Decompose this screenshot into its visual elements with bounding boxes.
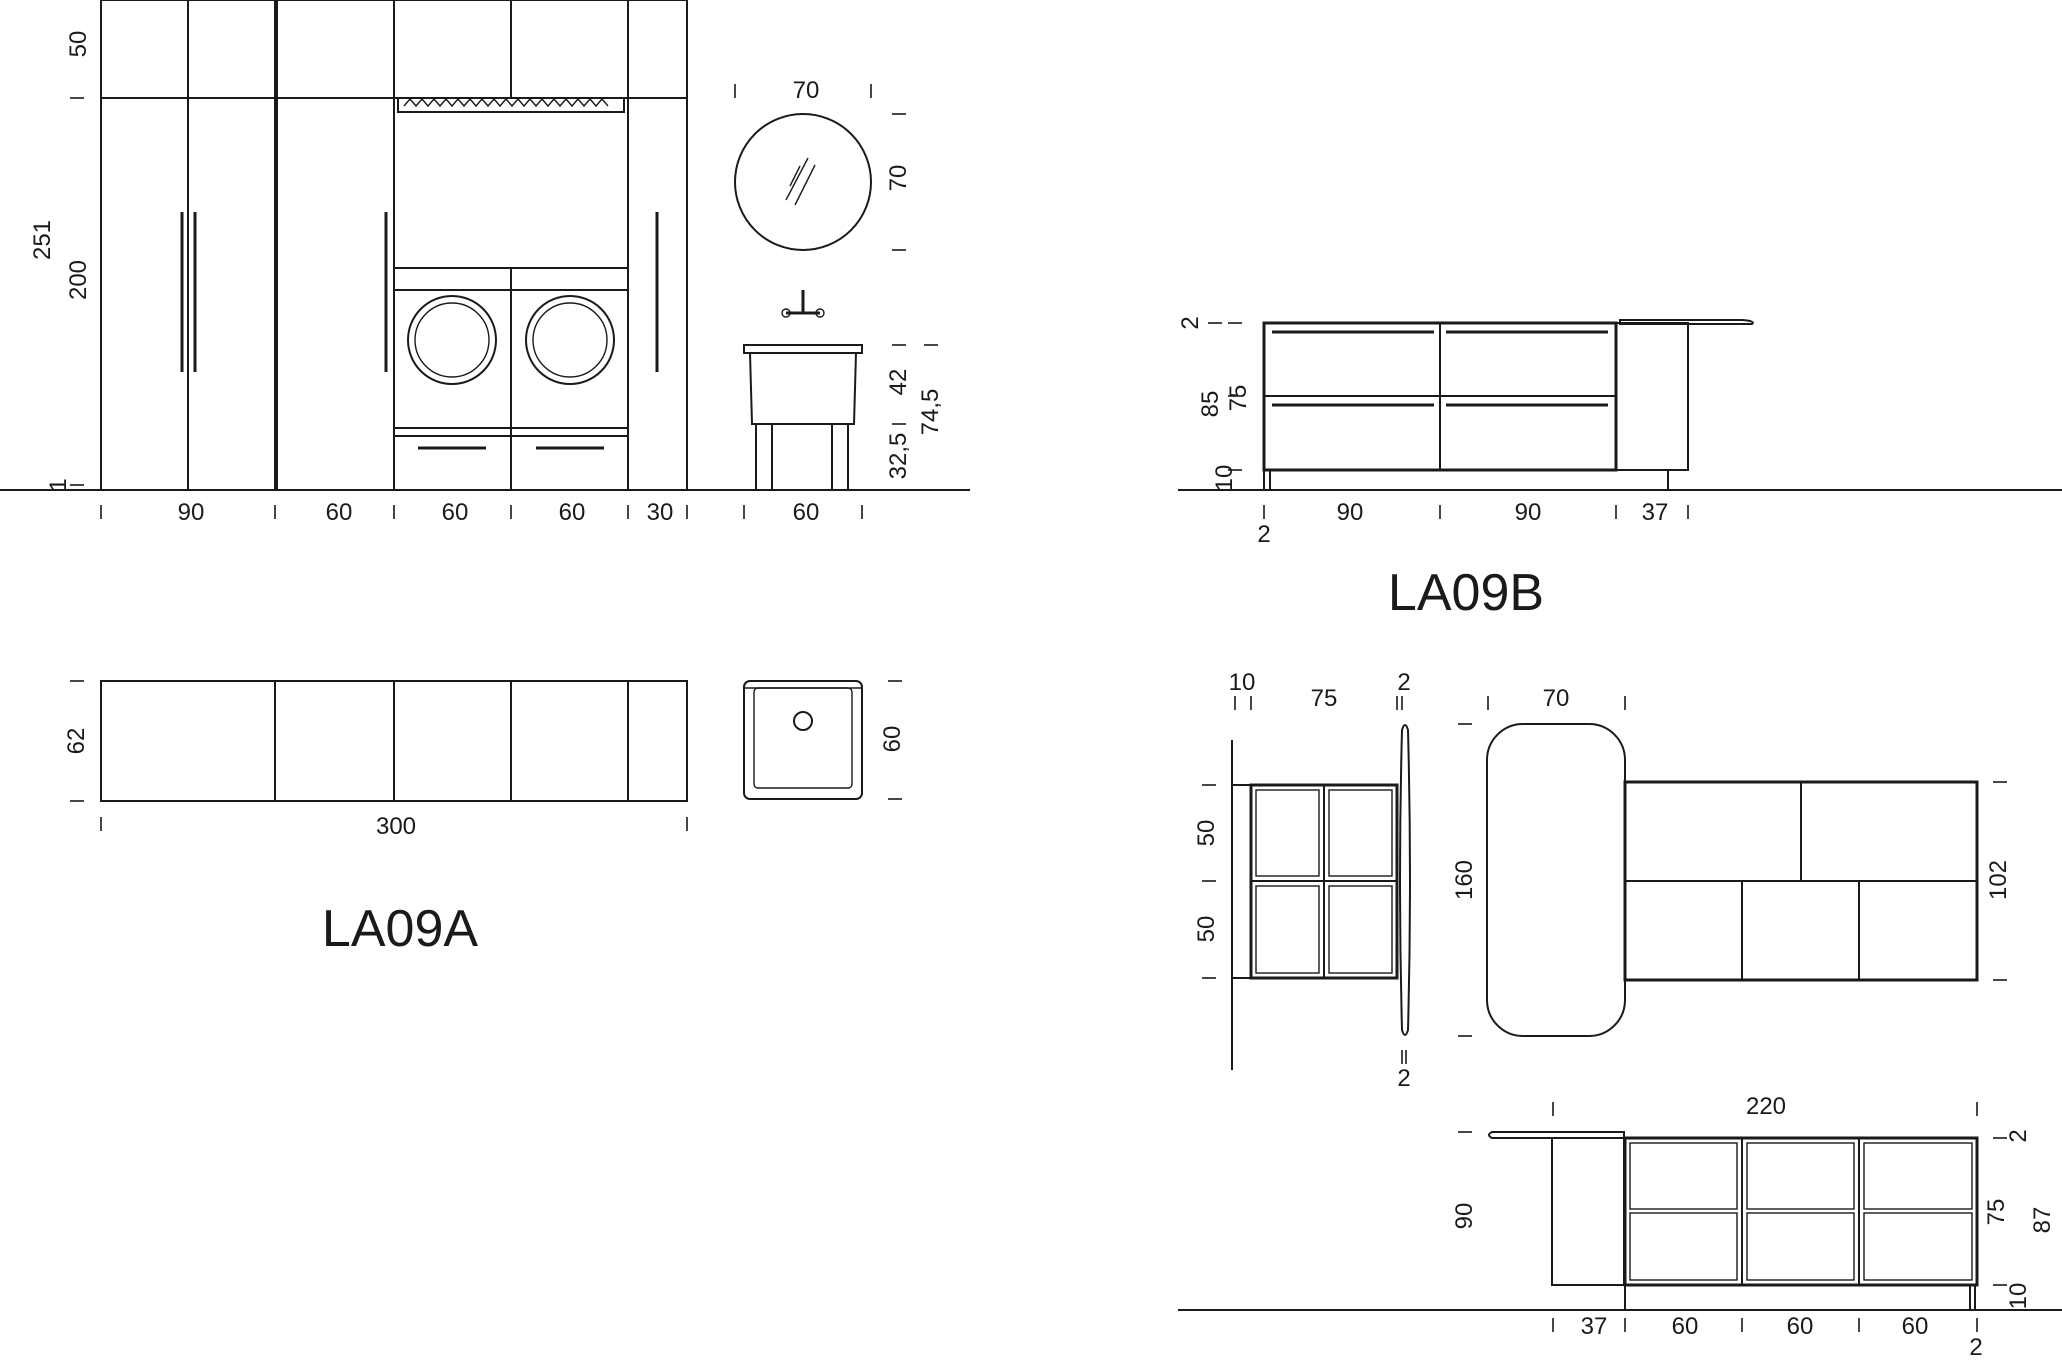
drawer-front: [1629, 1212, 1738, 1281]
la09b-back: 220 90 2 75 87 10 37 60 60 60 2: [1178, 1093, 2062, 1360]
hanger-hooks: [403, 97, 609, 108]
dim-label: 60: [559, 499, 586, 526]
dim-label: 60: [793, 499, 820, 526]
mirror-glint: [789, 165, 801, 187]
drawer-front: [1746, 1142, 1855, 1210]
dim-label: 60: [326, 499, 353, 526]
dim-label: 251: [29, 220, 56, 260]
side-panel: [1255, 789, 1320, 877]
dim-label: 2: [1177, 316, 1204, 329]
dim-label: 2: [1969, 1334, 1982, 1360]
side-panel: [1255, 885, 1320, 974]
faucet-knob: [781, 308, 791, 318]
drawer-front: [1746, 1212, 1855, 1281]
dim-label: 220: [1746, 1093, 1786, 1120]
side-unit: [1615, 322, 1689, 471]
dim-label: 75: [1225, 385, 1252, 412]
dim-label: 70: [1543, 685, 1570, 712]
dim-label: 300: [376, 813, 416, 840]
sink-bowl: [749, 352, 857, 425]
dim-label: 50: [65, 31, 92, 58]
drawer-front: [1863, 1142, 1973, 1210]
dim-label: 200: [65, 260, 92, 300]
washer-door-inner: [414, 302, 490, 378]
dim-label: 10: [1211, 465, 1238, 492]
dim-label: 60: [879, 726, 906, 753]
dryer-door-icon: [525, 295, 615, 385]
dim-label: 75: [1983, 1199, 2010, 1226]
mirror: [734, 113, 872, 251]
worktop-plan: [1486, 723, 1626, 1037]
la09b-front: 2 85 75 10 90 90 37 2: [1177, 316, 2062, 548]
drain-icon: [793, 711, 813, 731]
mirror-glint: [785, 157, 809, 201]
dim-label: 10: [2005, 1283, 2032, 1310]
dryer-door-inner: [532, 302, 608, 378]
dim-label: 2: [1257, 521, 1270, 548]
dim-label: 50: [1193, 820, 1220, 847]
dim-label: 60: [1902, 1313, 1929, 1340]
dim-label: 102: [1985, 860, 2012, 900]
dim-label: 74,5: [917, 389, 944, 436]
dim-label: 2: [1397, 669, 1410, 696]
dim-label: 2: [1397, 1065, 1410, 1092]
washer-door-icon: [407, 295, 497, 385]
dim-label: 30: [647, 499, 674, 526]
dim-label: 87: [2029, 1207, 2056, 1234]
la09a-elevation: 90 60 60 60 30 60 50 251 200 1 70 70 42 …: [0, 0, 970, 526]
title-la09b: LA09B: [1388, 564, 1544, 622]
dim-label: 37: [1642, 499, 1669, 526]
dim-label: 50: [1193, 916, 1220, 943]
sink-plan: [743, 680, 863, 800]
dim-label: 60: [1672, 1313, 1699, 1340]
dim-label: 90: [1337, 499, 1364, 526]
worktop-edge: [1399, 724, 1411, 1036]
dim-label: 90: [1451, 1203, 1478, 1230]
side-panel: [1328, 789, 1393, 877]
drawer-front: [1629, 1142, 1738, 1210]
dim-label: 70: [793, 77, 820, 104]
side-unit: [1551, 1137, 1625, 1286]
dim-label: 70: [885, 165, 912, 192]
drawer-unit: [1623, 1136, 1979, 1287]
la09a-plan: 62 300 60: [63, 680, 906, 840]
dim-label: 2: [2005, 1129, 2032, 1142]
dim-label: 10: [1229, 669, 1256, 696]
dim-label: 62: [63, 728, 90, 755]
dim-label: 160: [1451, 860, 1478, 900]
dim-label: 85: [1197, 391, 1224, 418]
dim-label: 60: [442, 499, 469, 526]
sink-rim: [743, 344, 863, 354]
sink-basin: [753, 687, 853, 789]
la09b-plan: 70 160 102: [1451, 685, 2012, 1037]
drawer-front: [1863, 1212, 1973, 1281]
dim-label: 1: [45, 478, 72, 491]
la09b-side: 10 75 2 50 50 2: [1193, 669, 1411, 1092]
dim-label: 37: [1581, 1313, 1608, 1340]
dim-label: 90: [1515, 499, 1542, 526]
dim-label: 75: [1311, 685, 1338, 712]
worktop-extension: [1619, 319, 1754, 325]
title-la09a: LA09A: [322, 900, 478, 958]
rail: [397, 97, 625, 113]
dim-label: 60: [1787, 1313, 1814, 1340]
dim-label: 32,5: [885, 433, 912, 480]
faucet-knob: [815, 308, 825, 318]
shelf: [393, 427, 629, 437]
la09a-ticks: [70, 84, 938, 519]
dim-label: 90: [178, 499, 205, 526]
side-panel: [1328, 885, 1393, 974]
mirror-glint: [794, 164, 816, 206]
dim-label: 42: [885, 369, 912, 396]
